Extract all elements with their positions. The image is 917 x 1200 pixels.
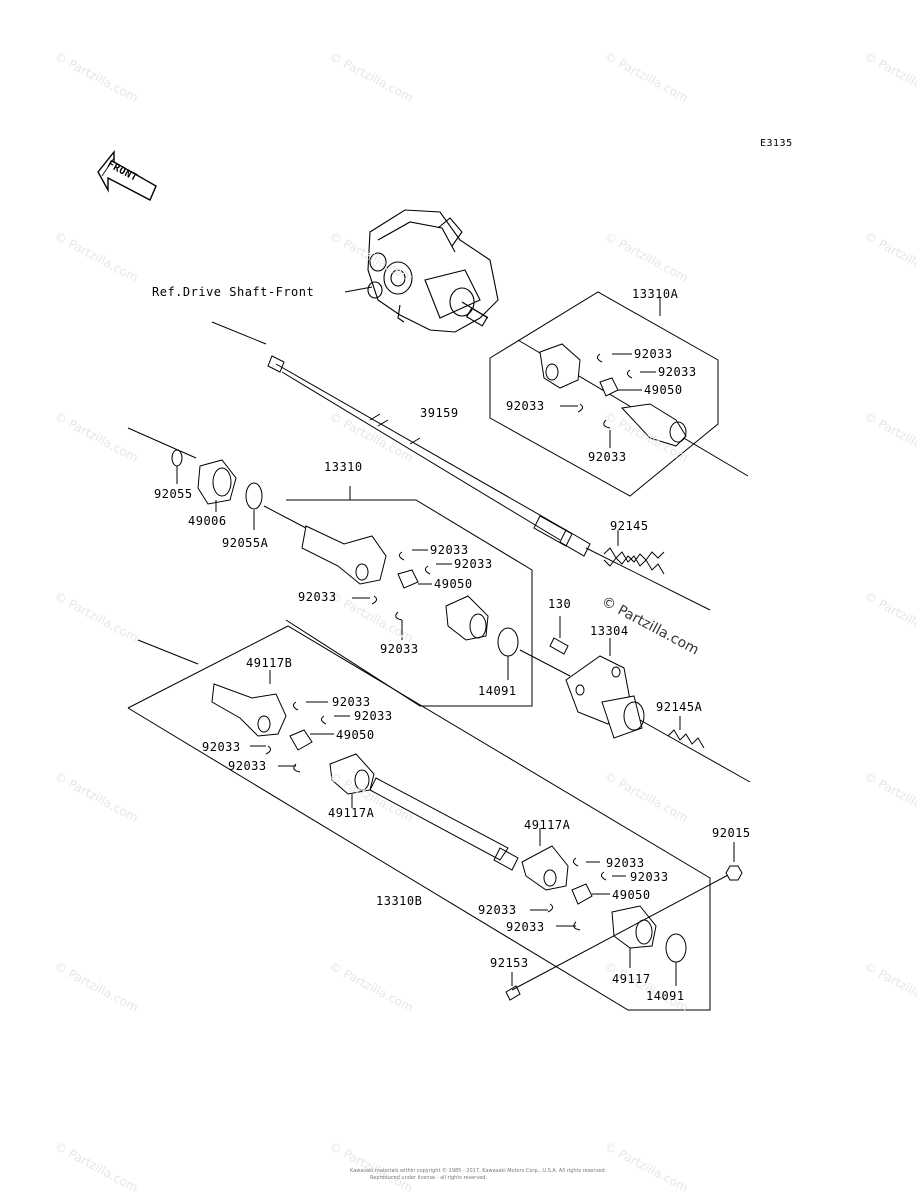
copyright-line-1: Kawasaki materials within copyright © 19… xyxy=(350,1168,607,1174)
part-label-92033: 92033 xyxy=(478,903,517,917)
bolt-92153 xyxy=(505,842,743,1001)
spring-92145 xyxy=(603,530,665,575)
part-label-92033: 92033 xyxy=(506,920,545,934)
drive-shaft-39159 xyxy=(211,321,711,611)
diagram-code: E3135 xyxy=(760,138,793,149)
part-label-92033: 92033 xyxy=(430,543,469,557)
part-label-92145: 92145 xyxy=(610,519,649,533)
front-arrow-icon xyxy=(97,150,157,201)
part-label-13304: 13304 xyxy=(590,624,629,638)
part-label-13310: 13310 xyxy=(324,460,363,474)
part-label-92033: 92033 xyxy=(588,450,627,464)
differential-housing xyxy=(367,209,499,333)
part-label-92033: 92033 xyxy=(658,365,697,379)
part-label-92033: 92033 xyxy=(606,856,645,870)
part-label-92033: 92033 xyxy=(634,347,673,361)
part-label-49050: 49050 xyxy=(612,888,651,902)
part-label-92033: 92033 xyxy=(332,695,371,709)
part-label-14091: 14091 xyxy=(478,684,517,698)
seal-bearing-group xyxy=(127,427,307,530)
part-label-92033: 92033 xyxy=(202,740,241,754)
part-label-92033: 92033 xyxy=(630,870,669,884)
part-label-92033: 92033 xyxy=(298,590,337,604)
part-label-49117: 49117 xyxy=(612,972,651,986)
part-label-92153: 92153 xyxy=(490,956,529,970)
part-label-49117A: 49117A xyxy=(328,806,375,820)
part-label-92033: 92033 xyxy=(380,642,419,656)
part-label-49050: 49050 xyxy=(434,577,473,591)
part-label-92033: 92033 xyxy=(454,557,493,571)
part-label-92055A: 92055A xyxy=(222,536,269,550)
part-label-92015: 92015 xyxy=(712,826,751,840)
part-label-49117A: 49117A xyxy=(524,818,571,832)
part-label-92033: 92033 xyxy=(228,759,267,773)
assembly-box-13310 xyxy=(285,486,571,707)
part-label-92033: 92033 xyxy=(506,399,545,413)
part-label-13310A: 13310A xyxy=(632,287,679,301)
part-label-39159: 39159 xyxy=(420,406,459,420)
housing-13304 xyxy=(549,616,751,783)
assembly-box-13310A xyxy=(489,291,749,497)
copyright-line-2: Reproduced under license - all rights re… xyxy=(370,1175,488,1181)
part-label-92145A: 92145A xyxy=(656,700,703,714)
label-ref-drive-shaft-front: Ref.Drive Shaft-Front xyxy=(152,285,315,299)
part-label-14091: 14091 xyxy=(646,989,685,1003)
part-label-49050: 49050 xyxy=(336,728,375,742)
part-label-13310B: 13310B xyxy=(376,894,423,908)
part-label-49006: 49006 xyxy=(188,514,227,528)
part-label-92033: 92033 xyxy=(354,709,393,723)
part-label-49050: 49050 xyxy=(644,383,683,397)
assembly-box-13310B xyxy=(127,625,711,1011)
part-label-49117B: 49117B xyxy=(246,656,293,670)
part-label-92055: 92055 xyxy=(154,487,193,501)
part-label-130: 130 xyxy=(548,597,572,611)
